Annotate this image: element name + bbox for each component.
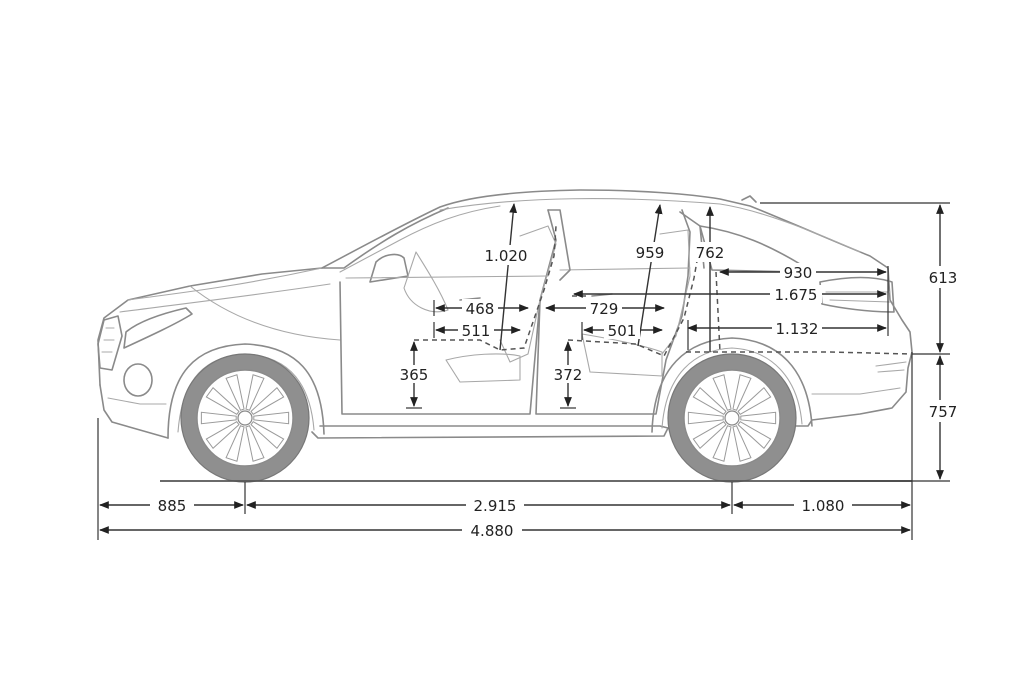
rear-spokes xyxy=(687,374,777,462)
front-spokes xyxy=(200,374,290,462)
rim-spoke xyxy=(250,386,285,415)
interior-reference-lines xyxy=(414,225,911,357)
rim-spoke xyxy=(732,374,752,411)
rear-headroom-dimension xyxy=(637,204,663,347)
label-front-seat-468: 468 xyxy=(466,300,495,318)
label-front-seat-511: 511 xyxy=(462,322,491,340)
label-front-overhang: 885 xyxy=(158,497,187,515)
label-rear-headroom-2: 762 xyxy=(696,244,725,262)
label-front-seat-height: 365 xyxy=(400,366,429,384)
label-trunk-1132: 1.132 xyxy=(776,320,819,338)
label-lower-height: 757 xyxy=(929,403,958,421)
label-rear-legroom-729: 729 xyxy=(590,300,619,318)
rim-spoke xyxy=(225,374,245,411)
rim-spoke xyxy=(740,411,777,425)
rim-spoke xyxy=(250,421,285,450)
label-overall-length: 4.880 xyxy=(471,522,514,540)
rim-spoke xyxy=(253,411,290,425)
front-wheel xyxy=(180,353,310,483)
rim-spoke xyxy=(687,411,724,425)
rear-wheel xyxy=(667,353,797,483)
label-trunk-930: 930 xyxy=(784,264,813,282)
rim-spoke xyxy=(737,421,772,450)
rim-spoke xyxy=(692,386,727,415)
label-upper-height: 613 xyxy=(929,269,958,287)
label-wheelbase: 2.915 xyxy=(474,497,517,515)
rim-spoke xyxy=(712,374,732,411)
rim-spoke xyxy=(245,425,265,462)
dimension-labels: 885 2.915 1.080 4.880 613 757 1.020 959 … xyxy=(150,242,960,540)
label-trunk-1675: 1.675 xyxy=(775,286,818,304)
front-headroom-dimension xyxy=(499,203,518,351)
rim-spoke xyxy=(737,386,772,415)
label-rear-overhang: 1.080 xyxy=(802,497,845,515)
label-rear-seat-height: 372 xyxy=(554,366,583,384)
rim-spoke xyxy=(692,421,727,450)
rim-spoke xyxy=(200,411,237,425)
label-rear-headroom: 959 xyxy=(636,244,665,262)
rim-spoke xyxy=(205,421,240,450)
rim-spoke xyxy=(712,425,732,462)
label-rear-seat-501: 501 xyxy=(608,322,637,340)
rim-spoke xyxy=(225,425,245,462)
rim-spoke xyxy=(205,386,240,415)
rim-spoke xyxy=(245,374,265,411)
label-front-headroom: 1.020 xyxy=(485,247,528,265)
rim-spoke xyxy=(732,425,752,462)
